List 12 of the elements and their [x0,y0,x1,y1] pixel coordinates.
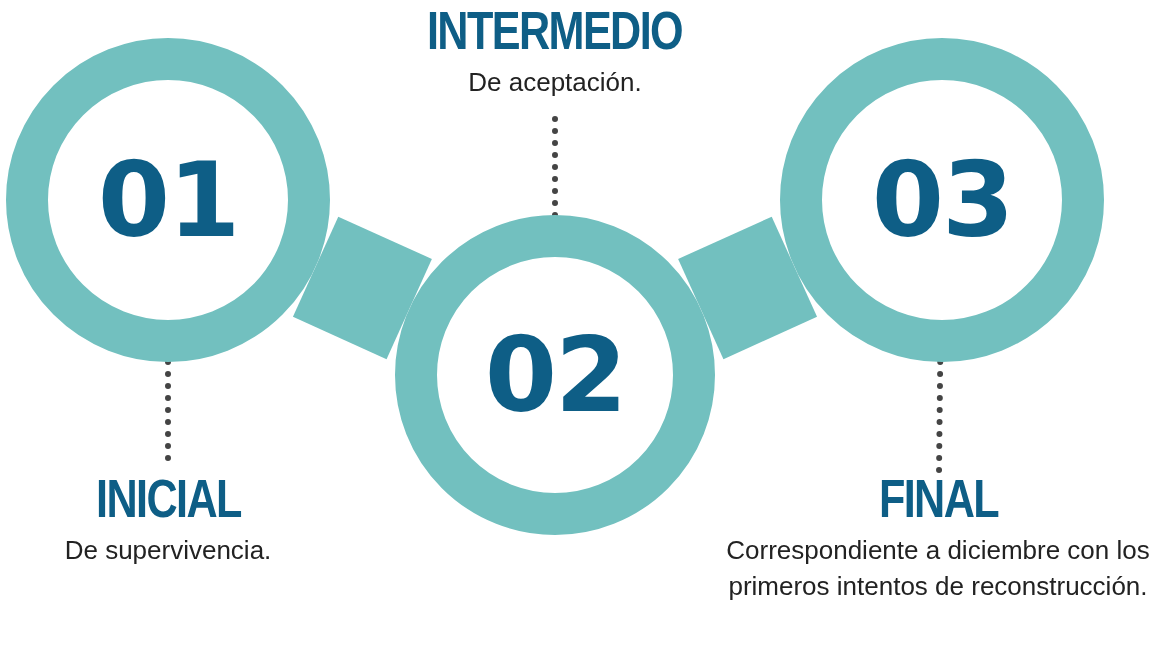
connector-band [678,216,818,360]
step-number: 01 [97,148,239,252]
step-description: Correspondiente a diciembre con los primeros intentos de reconstrucción. [725,533,1151,603]
step-description: De supervivencia. [64,533,272,567]
step-heading: INTERMEDIO [427,2,683,59]
dotted-leader-line [936,359,944,473]
step-number: 02 [484,323,626,427]
step-description: De aceptación. [468,65,642,99]
step-heading: FINAL [878,470,998,527]
connector-band [292,216,432,360]
step-heading: INICIAL [95,470,241,527]
step-number: 03 [871,148,1013,252]
